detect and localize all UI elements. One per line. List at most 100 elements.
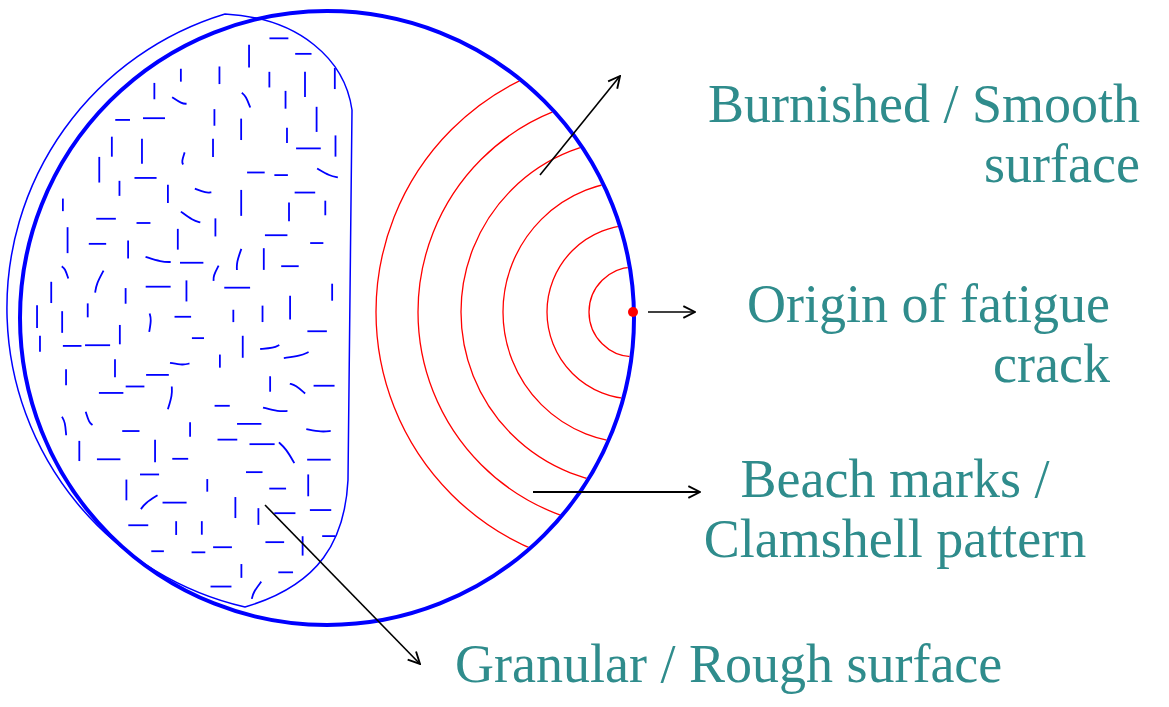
texture-mark [219,355,221,368]
texture-mark [248,45,250,68]
texture-mark [274,174,288,176]
texture-mark [274,512,295,514]
texture-mark [119,181,121,196]
leader-arrow [540,76,620,175]
rough-zone-outline [7,14,352,607]
texture-mark [63,345,82,347]
texture-mark [213,546,232,548]
texture-mark [146,257,171,262]
texture-mark [85,344,110,346]
texture-mark [115,119,130,121]
texture-mark [146,286,171,288]
texture-mark [96,218,116,220]
texture-mark [50,282,52,303]
texture-mark [182,152,184,164]
texture-mark [61,311,63,333]
texture-mark [172,97,186,104]
texture-mark [153,83,155,99]
texture-mark [211,586,232,588]
texture-mark [89,243,106,245]
texture-mark [302,536,304,555]
leader-arrow [265,505,420,664]
texture-mark [279,442,294,463]
texture-mark [206,479,208,492]
texture-mark [62,417,66,436]
callout-label: Beach marks / Clamshell pattern [645,449,1145,569]
texture-mark [289,296,291,320]
texture-mark [252,582,261,599]
texture-mark [269,488,286,490]
texture-mark [284,352,309,358]
texture-mark [186,280,188,301]
texture-mark [215,218,217,236]
texture-mark [149,313,151,332]
texture-mark [306,429,330,431]
texture-mark [324,201,326,216]
texture-mark [240,564,242,578]
texture-mark [278,571,293,573]
texture-mark [195,189,211,193]
texture-mark [232,310,234,322]
texture-mark [212,139,214,157]
texture-mark [295,53,311,55]
texture-mark [286,128,288,143]
texture-mark [65,369,67,385]
granular-texture [37,38,338,599]
texture-mark [296,148,321,150]
texture-mark [180,69,182,82]
texture-mark [307,474,309,496]
texture-mark [39,336,41,352]
texture-mark [192,337,204,339]
texture-mark [146,374,169,376]
texture-mark [249,443,274,445]
texture-mark [290,384,305,394]
texture-mark [307,330,326,332]
texture-mark [260,345,279,349]
texture-mark [237,423,261,425]
texture-mark [218,439,238,441]
texture-mark [219,66,221,84]
texture-mark [67,227,69,253]
texture-mark [201,521,203,535]
texture-mark [314,385,335,387]
texture-mark [295,192,316,194]
texture-mark [192,551,206,553]
texture-mark [265,541,284,543]
callout-label: Origin of fatigue crack [630,274,1110,394]
texture-mark [240,190,242,216]
texture-mark [36,305,38,328]
texture-mark [310,509,331,511]
texture-mark [170,363,189,365]
texture-mark [95,271,103,293]
origin-dot [628,307,638,317]
texture-mark [62,266,69,278]
texture-mark [269,37,288,39]
texture-mark [143,117,165,119]
texture-mark [99,392,123,394]
texture-mark [246,471,263,473]
texture-mark [163,502,187,504]
texture-mark [234,497,236,518]
texture-mark [87,303,89,317]
texture-mark [265,234,287,236]
texture-mark [334,68,336,89]
texture-mark [125,288,127,304]
texture-mark [134,177,156,179]
texture-mark [140,474,159,476]
texture-mark [62,199,64,212]
texture-mark [316,107,318,132]
texture-mark [127,240,129,258]
texture-mark [128,524,148,526]
texture-mark [126,386,145,388]
texture-mark [317,169,338,178]
texture-mark [281,265,299,267]
texture-mark [269,376,271,391]
texture-mark [304,72,306,97]
texture-mark [214,109,216,126]
texture-mark [247,172,265,174]
texture-mark [141,139,143,164]
texture-mark [122,430,139,432]
texture-mark [242,336,244,358]
texture-mark [257,508,259,525]
callout-label: Granular / Rough surface [455,634,1002,694]
